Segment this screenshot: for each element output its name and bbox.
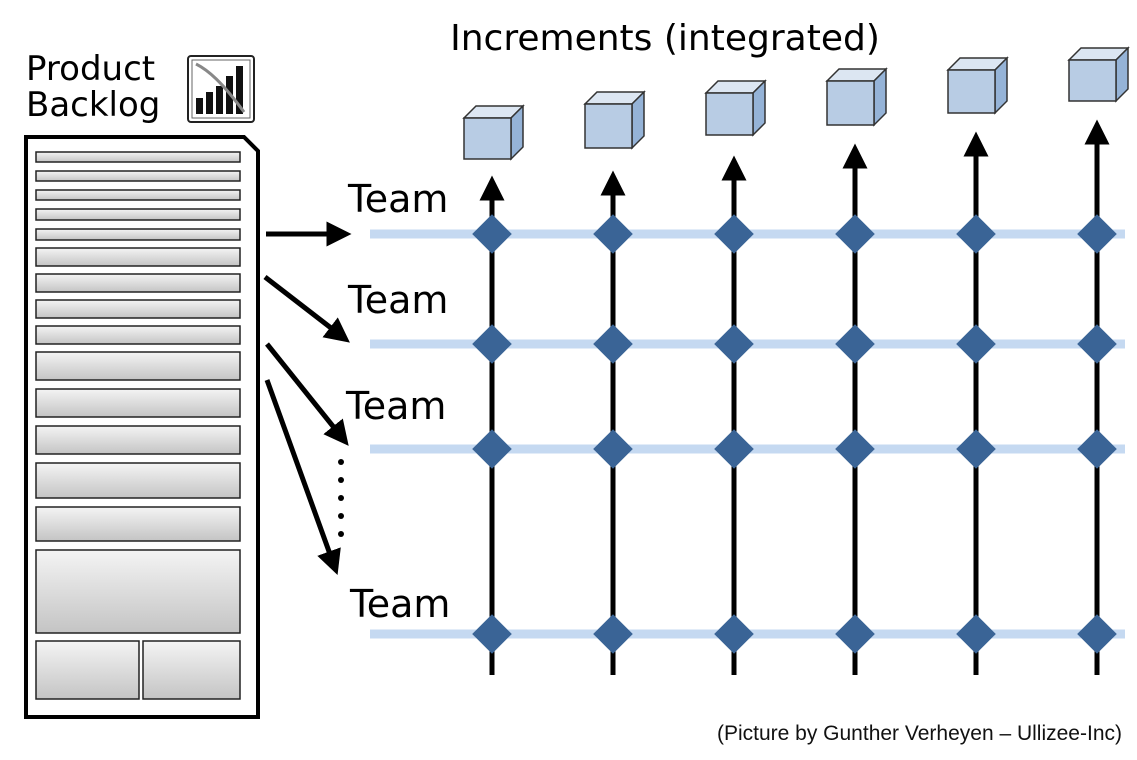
- integration-diamond: [835, 214, 875, 254]
- integration-diamond: [714, 429, 754, 469]
- integration-diamond: [714, 614, 754, 654]
- integration-diamond: [472, 324, 512, 364]
- integration-diamond: [835, 614, 875, 654]
- backlog-item: [35, 151, 241, 163]
- backlog-item: [35, 425, 241, 455]
- backlog-item: [35, 170, 241, 182]
- integration-diamond: [835, 324, 875, 364]
- arrow: [265, 342, 349, 446]
- increment-cube-icon: [704, 79, 767, 137]
- integration-diamond: [593, 214, 633, 254]
- integration-diamond: [956, 429, 996, 469]
- increment-cube-icon: [583, 90, 646, 150]
- backlog-title-line2: Backlog: [26, 85, 160, 125]
- backlog-item: [35, 462, 241, 499]
- integration-diamond: [956, 324, 996, 364]
- team-label: Team: [347, 278, 448, 322]
- team-lanes: [370, 229, 1125, 639]
- backlog-item: [35, 299, 241, 319]
- backlog-item: [35, 640, 140, 700]
- increment-cube-icon: [946, 56, 1009, 115]
- team-label: Team: [347, 177, 448, 221]
- burndown-chart-icon: [187, 55, 255, 123]
- backlog-items: [35, 151, 241, 700]
- integration-diamond: [472, 214, 512, 254]
- team-label: Team: [349, 582, 450, 626]
- integration-diamond: [1077, 214, 1117, 254]
- picture-credit: (Picture by Gunther Verheyen – Ullizee-I…: [717, 722, 1122, 745]
- backlog-item: [35, 228, 241, 241]
- backlog-item: [35, 189, 241, 201]
- increment-cube-icon: [462, 104, 525, 161]
- backlog-title-line1: Product: [26, 49, 155, 89]
- integration-diamond: [1077, 429, 1117, 469]
- increment-cube-icon: [1067, 46, 1130, 103]
- increment-cubes: [462, 46, 1130, 161]
- increment-cube-icon: [825, 67, 888, 127]
- integration-diamond: [1077, 614, 1117, 654]
- sprint-lines: [479, 119, 1110, 675]
- integration-diamond: [472, 429, 512, 469]
- backlog-item: [35, 351, 241, 381]
- backlog-item: [142, 640, 241, 700]
- arrow: [263, 275, 350, 343]
- integration-diamond: [956, 214, 996, 254]
- integration-diamond: [956, 614, 996, 654]
- integration-diamond: [593, 324, 633, 364]
- integration-diamond: [472, 614, 512, 654]
- backlog-item: [35, 506, 241, 542]
- backlog-item: [35, 208, 241, 221]
- backlog-item: [35, 549, 241, 634]
- integration-diamond: [714, 214, 754, 254]
- backlog-to-team-arrows: [263, 221, 352, 576]
- integration-diamond: [1077, 324, 1117, 364]
- integration-diamond: [714, 324, 754, 364]
- team-label: Team: [345, 384, 446, 428]
- arrow: [264, 379, 341, 576]
- integration-points: [472, 214, 1117, 654]
- diagram-title: Increments (integrated): [450, 18, 880, 59]
- backlog-item: [35, 388, 241, 418]
- integration-diamond: [593, 614, 633, 654]
- integration-diamond: [835, 429, 875, 469]
- backlog-item: [35, 325, 241, 345]
- backlog-item: [35, 273, 241, 293]
- ellipsis-dots: [338, 459, 344, 537]
- backlog-item: [35, 247, 241, 267]
- integration-diamond: [593, 429, 633, 469]
